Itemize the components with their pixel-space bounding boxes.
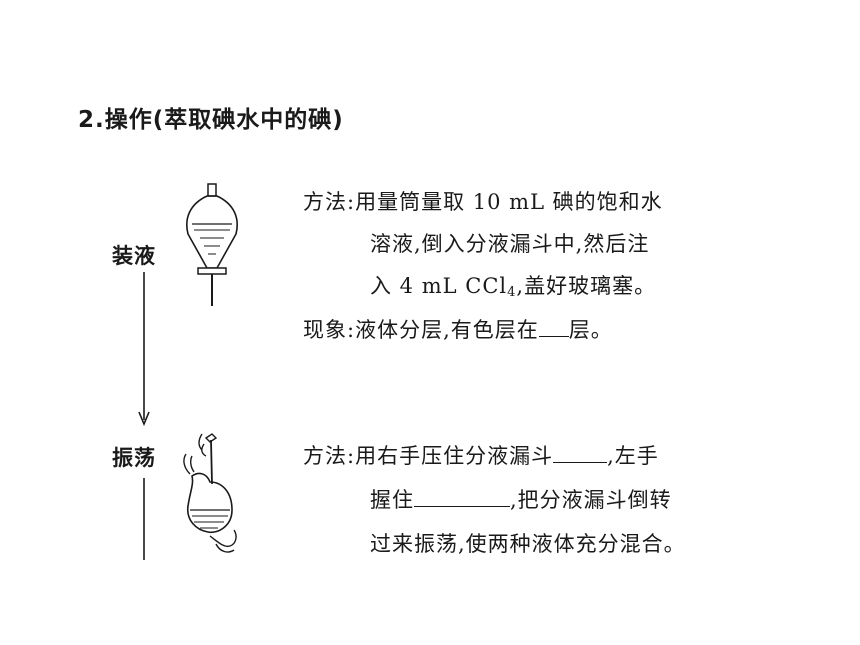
hand-shaking-funnel-icon [183, 433, 237, 553]
method-text: 握住 [370, 488, 414, 512]
phenomenon-text: 液体分层,有色层在 [355, 318, 539, 342]
step-label-load: 装液 [112, 244, 156, 268]
method-text: 用右手压住分液漏斗 [355, 444, 554, 468]
line-continue [143, 478, 145, 560]
load-method-line2: 溶液,倒入分液漏斗中,然后注 [370, 232, 650, 256]
separatory-funnel-icon [186, 183, 238, 306]
shake-method-line2: 握住 ,把分液漏斗倒转 [370, 481, 672, 519]
down-arrow-icon [138, 272, 150, 427]
method-label: 方法: [303, 444, 356, 468]
subscript: 4 [507, 285, 517, 300]
load-phenomenon: 现象:液体分层,有色层在 层。 [303, 311, 613, 349]
method-text: ,盖好玻璃塞。 [516, 274, 657, 298]
answer-blank-press[interactable] [553, 440, 608, 463]
phenomenon-label: 现象: [303, 318, 356, 342]
method-text: 入 4 mL CCl [370, 274, 508, 298]
answer-blank-layer[interactable] [538, 314, 569, 337]
step-label-shake: 振荡 [112, 446, 156, 470]
method-label: 方法: [303, 190, 356, 214]
method-text: ,左手 [607, 444, 659, 468]
shake-method-line3: 过来振荡,使两种液体充分混合。 [370, 532, 686, 556]
shake-method-line1: 方法:用右手压住分液漏斗 ,左手 [303, 437, 659, 475]
phenomenon-text: 层。 [568, 318, 613, 342]
answer-blank-hold[interactable] [414, 484, 510, 507]
section-heading: 2.操作(萃取碘水中的碘) [78, 107, 344, 133]
method-text: ,把分液漏斗倒转 [510, 488, 672, 512]
load-method-line1: 方法:用量筒量取 10 mL 碘的饱和水 [303, 183, 663, 221]
load-method-line3: 入 4 mL CCl4,盖好玻璃塞。 [370, 267, 656, 312]
method-text: 用量筒量取 10 mL 碘的饱和水 [355, 190, 663, 214]
